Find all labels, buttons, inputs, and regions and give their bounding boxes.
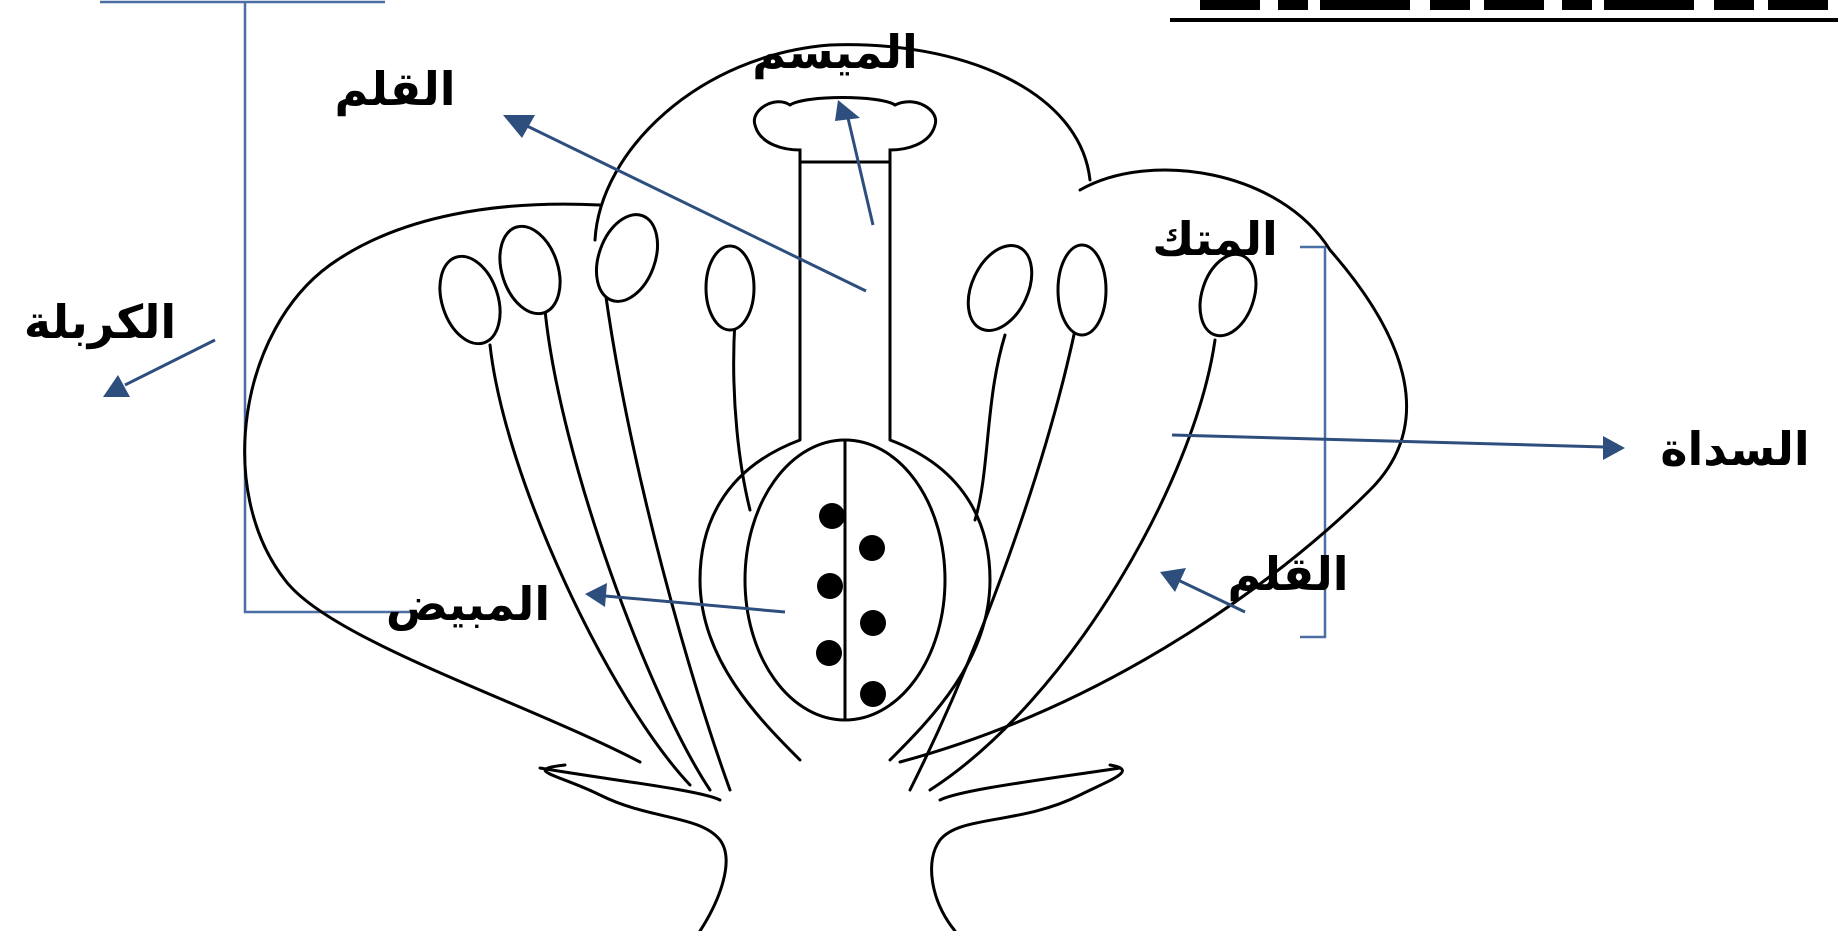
- label-style-top: القلم: [335, 62, 456, 116]
- label-stamen: السداة: [1660, 422, 1809, 476]
- stamen-bracket: [1300, 245, 1327, 639]
- pistil-outline: [698, 158, 992, 762]
- stamen-group-left: [438, 213, 756, 792]
- label-carpel: الكربلة: [24, 295, 176, 349]
- label-stigma: الميسم: [752, 25, 918, 79]
- receptacle: [538, 763, 1124, 931]
- label-filament: القلم: [1228, 547, 1349, 601]
- arrow-style-top: [503, 115, 867, 293]
- arrow-ovary: [585, 583, 786, 614]
- petal-left: [243, 202, 642, 764]
- ovules: [816, 503, 886, 707]
- carpel-bracket: [100, 0, 415, 614]
- petal-right: [898, 168, 1408, 764]
- stamen-group-right: [908, 243, 1258, 792]
- arrow-stamen: [1171, 433, 1625, 460]
- label-anther: المتك: [1152, 212, 1278, 266]
- arrow-filament: [1160, 568, 1246, 614]
- petal-center: [593, 43, 1092, 242]
- arrow-stigma: [835, 100, 875, 226]
- arrow-carpel: [103, 338, 216, 397]
- stigma-shape: [752, 96, 938, 164]
- label-ovary: المبيض: [386, 577, 550, 631]
